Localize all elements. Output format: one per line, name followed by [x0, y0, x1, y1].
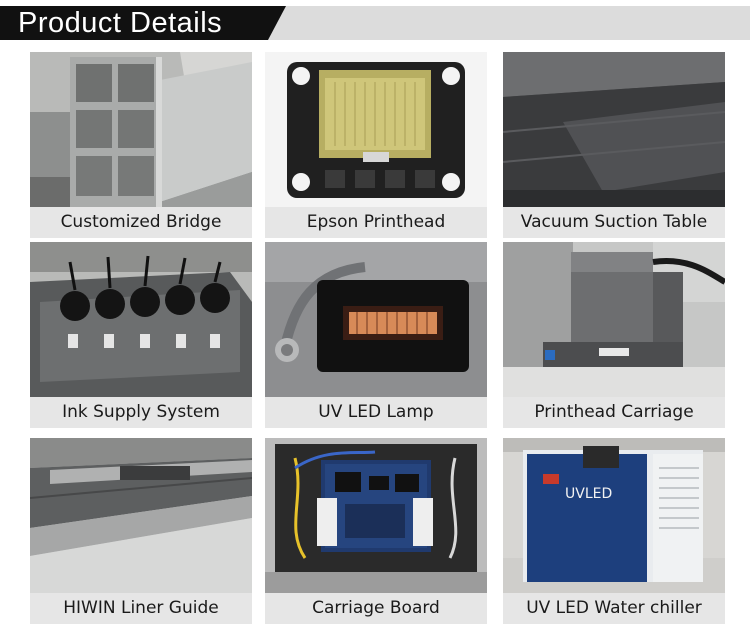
- aluminum-bridge-image: [30, 52, 252, 207]
- product-caption: Carriage Board: [265, 593, 487, 624]
- product-caption: UV LED Lamp: [265, 397, 487, 428]
- uv-lamp-photo: [265, 242, 487, 397]
- water-chiller-image: UVLED: [503, 438, 725, 593]
- header-title-bar: [0, 6, 286, 40]
- circuit-board-image: [265, 438, 487, 593]
- product-card-vacuum-table: Vacuum Suction Table: [503, 52, 725, 238]
- ink-supply-photo: [30, 242, 252, 397]
- linear-guide-photo: [30, 438, 252, 593]
- linear-guide-image: [30, 438, 252, 593]
- product-caption: Customized Bridge: [30, 207, 252, 238]
- product-caption: Ink Supply System: [30, 397, 252, 428]
- printhead-photo: [265, 52, 487, 207]
- product-card-carriage-board: Carriage Board: [265, 438, 487, 624]
- product-caption: UV LED Water chiller: [503, 593, 725, 624]
- aluminum-bridge-photo: [30, 52, 252, 207]
- section-header: Product Details: [0, 0, 750, 44]
- water-chiller-photo: UVLED: [503, 438, 725, 593]
- product-card-uv-lamp: UV LED Lamp: [265, 242, 487, 428]
- ink-supply-image: [30, 242, 252, 397]
- product-caption: Printhead Carriage: [503, 397, 725, 428]
- product-caption: HIWIN Liner Guide: [30, 593, 252, 624]
- carriage-photo: [503, 242, 725, 397]
- circuit-board-photo: [265, 438, 487, 593]
- chiller-label-text: UVLED: [565, 486, 612, 502]
- product-card-printhead-carriage: Printhead Carriage: [503, 242, 725, 428]
- product-caption: Vacuum Suction Table: [503, 207, 725, 238]
- printhead-image: [265, 52, 487, 207]
- page-title: Product Details: [18, 7, 223, 39]
- product-card-water-chiller: UVLED UV LED Water chiller: [503, 438, 725, 624]
- product-card-customized-bridge: Customized Bridge: [30, 52, 252, 238]
- product-caption: Epson Printhead: [265, 207, 487, 238]
- carriage-image: [503, 242, 725, 397]
- product-card-linear-guide: HIWIN Liner Guide: [30, 438, 252, 624]
- vacuum-table-photo: [503, 52, 725, 207]
- vacuum-table-image: [503, 52, 725, 207]
- product-card-ink-supply: Ink Supply System: [30, 242, 252, 428]
- uv-lamp-image: [265, 242, 487, 397]
- product-card-epson-printhead: Epson Printhead: [265, 52, 487, 238]
